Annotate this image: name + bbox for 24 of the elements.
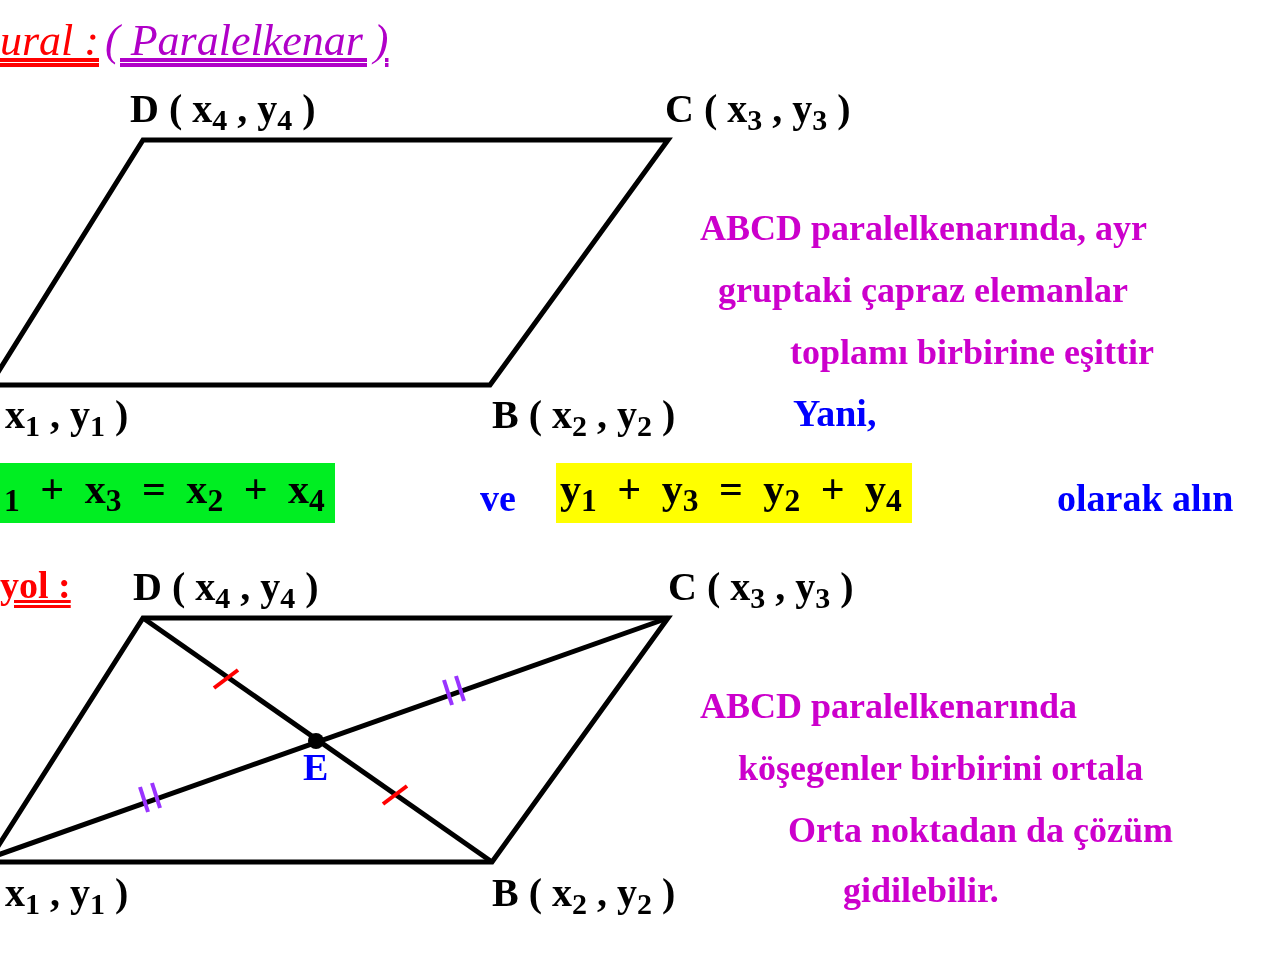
formula-text: $_{1}$ + x$_{3}$ = x$_{2}$ + x$_{4}$ <box>0 463 335 524</box>
note-text: Yani, <box>793 392 877 436</box>
vertex-label: C ( x$_{3}$ , y$_{3}$ ) <box>665 86 851 137</box>
vertex-label: B ( x$_{2}$ , y$_{2}$ ) <box>492 870 676 921</box>
explanation-text: toplamı birbirine eşittir <box>790 332 1154 374</box>
connector-word: ve <box>480 477 516 521</box>
explanation-text: gruptaki çapraz elemanlar <box>718 270 1128 312</box>
note-text: olarak alın <box>1057 477 1234 521</box>
explanation-text: ABCD paralelkenarında <box>700 686 1078 728</box>
vertex-label: x$_{1}$ , y$_{1}$ ) <box>5 392 129 443</box>
vertex-label: C ( x$_{3}$ , y$_{3}$ ) <box>668 564 854 615</box>
vertex-label: x$_{1}$ , y$_{1}$ ) <box>5 870 129 921</box>
vertex-label: D ( x$_{4}$ , y$_{4}$ ) <box>133 564 319 615</box>
vertex-label: B ( x$_{2}$ , y$_{2}$ ) <box>492 392 676 443</box>
explanation-text: gidilebilir. <box>843 870 999 912</box>
explanation-text: Orta noktadan da çözüm <box>788 810 1174 852</box>
formula-text: y$_{1}$ + y$_{3}$ = y$_{2}$ + y$_{4}$ <box>556 463 912 524</box>
explanation-text: ABCD paralelkenarında, ayr <box>700 208 1147 250</box>
explanation-text: köşegenler birbirini ortala <box>738 748 1144 790</box>
vertex-label: D ( x$_{4}$ , y$_{4}$ ) <box>130 86 316 137</box>
topic-heading: ( Paralelkenar ) <box>105 16 389 67</box>
rule-heading: ural : <box>0 16 99 67</box>
point-label: E <box>303 746 329 790</box>
method-heading: yol : <box>0 564 71 608</box>
